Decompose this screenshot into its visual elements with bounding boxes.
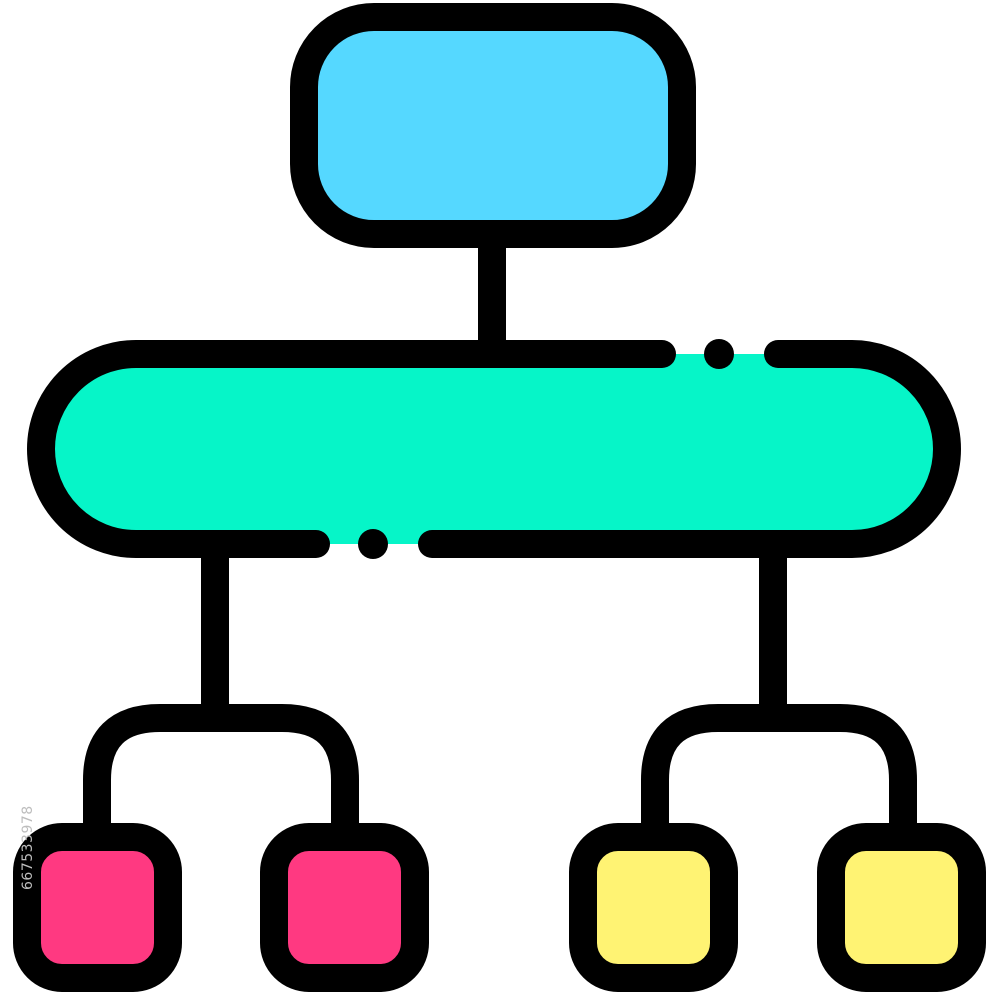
left-branch-arch <box>83 704 359 849</box>
middle-bar <box>41 354 947 544</box>
middle-bar-outline <box>27 340 676 558</box>
child-node-right-2 <box>817 823 986 992</box>
middle-bar-dot-bottom <box>358 529 388 559</box>
watermark-id-text: 667533978 <box>20 805 36 890</box>
top-node <box>290 3 696 248</box>
child-node-right-1 <box>569 823 738 992</box>
middle-bar-outline-right <box>418 340 961 558</box>
child-node-left-2 <box>260 823 429 992</box>
right-branch-arch <box>641 704 917 849</box>
middle-bar-dot-top <box>704 339 734 369</box>
child-node-left-1 <box>13 823 182 992</box>
